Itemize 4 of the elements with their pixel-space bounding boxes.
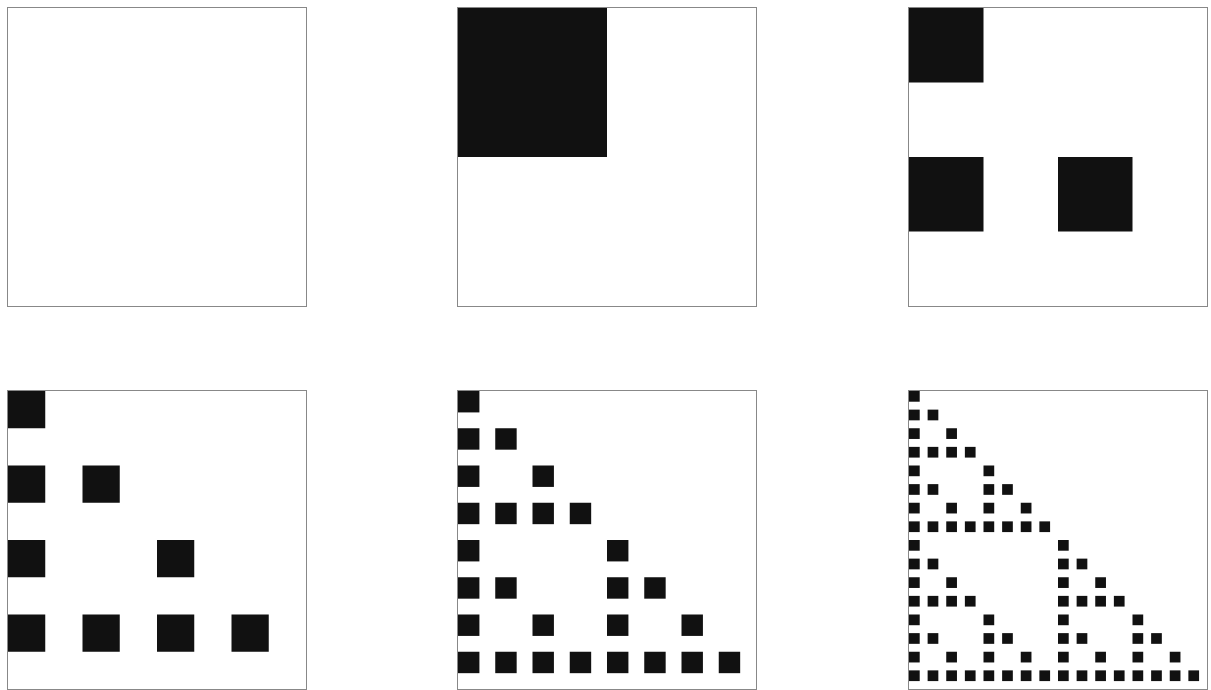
panel-frame (7, 390, 307, 690)
panel-frame (7, 7, 307, 307)
panel-frame (457, 7, 757, 307)
panel-frame (908, 7, 1208, 307)
